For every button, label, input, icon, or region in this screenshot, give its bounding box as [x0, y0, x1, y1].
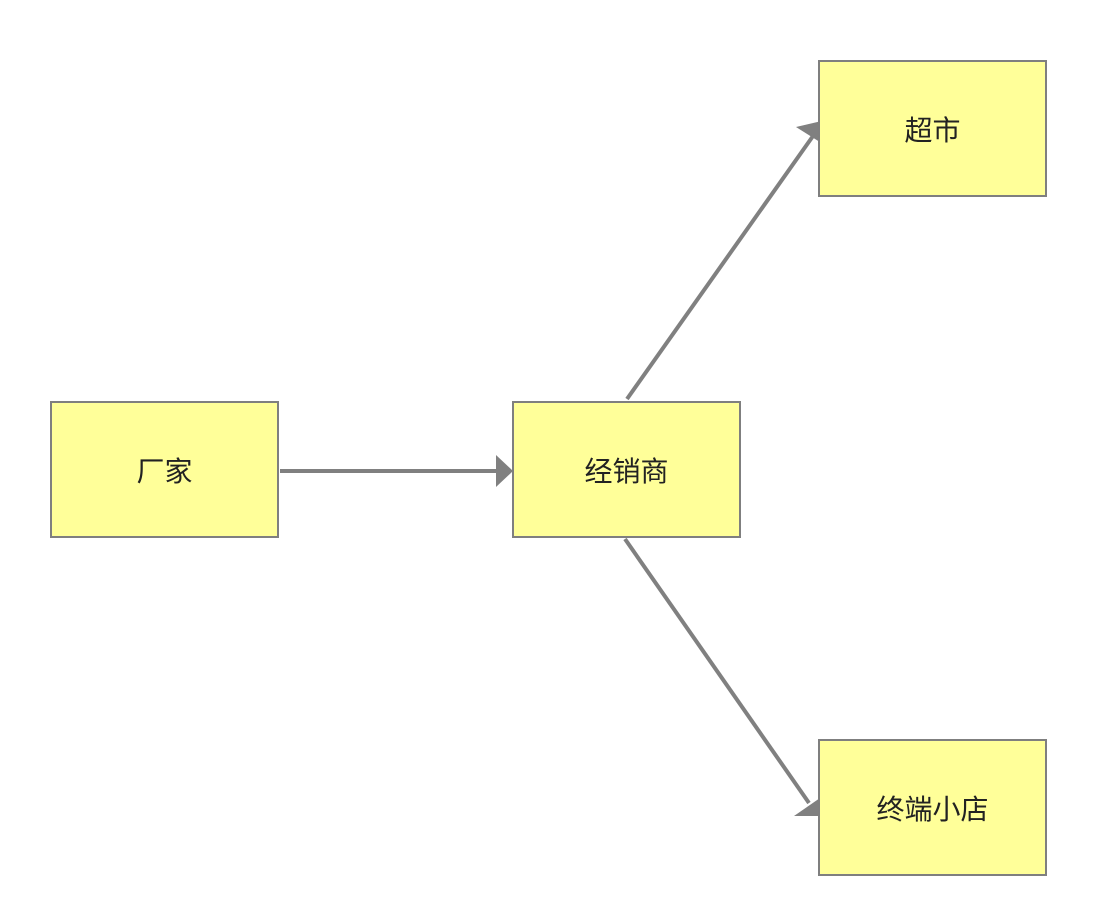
node-retail-shop[interactable]: 终端小店: [818, 739, 1047, 876]
node-manufacturer[interactable]: 厂家: [50, 401, 279, 538]
arrowhead-icon: [794, 798, 820, 816]
edge-manufacturer-to-distributor: [280, 455, 513, 487]
node-label: 经销商: [584, 454, 669, 488]
node-distributor[interactable]: 经销商: [512, 401, 741, 538]
node-label: 超市: [904, 113, 961, 147]
node-label: 厂家: [136, 454, 193, 488]
edge-distributor-to-retail-shop: [623, 537, 820, 816]
node-supermarket[interactable]: 超市: [818, 60, 1047, 197]
arrowhead-icon: [496, 455, 513, 487]
node-label: 终端小店: [876, 792, 989, 826]
edge-distributor-to-supermarket: [625, 120, 826, 401]
